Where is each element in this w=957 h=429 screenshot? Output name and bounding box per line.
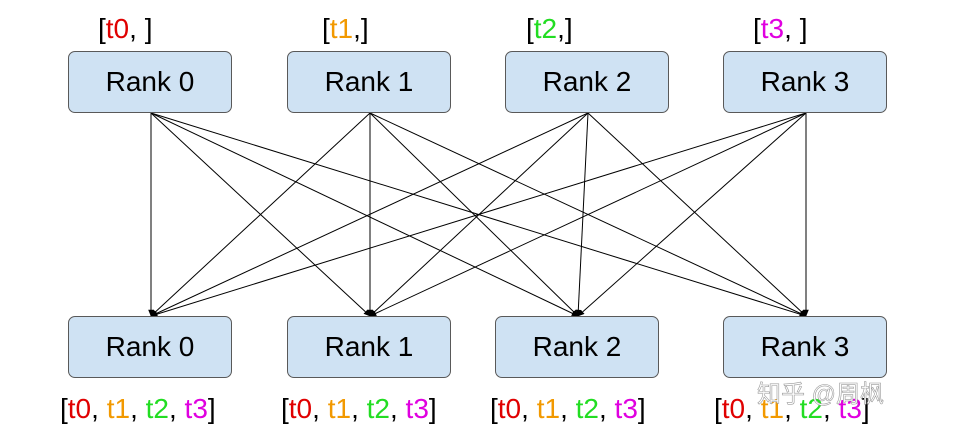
top-rank-1-tensor-list: [t1,] (322, 15, 369, 43)
bracket-open: [ (60, 393, 68, 424)
top-rank-2-box: Rank 2 (505, 51, 669, 113)
tensor-t3: t3 (184, 393, 208, 424)
separator: , (353, 13, 361, 44)
bottom-rank-3-tensor-list: [t0, t1, t2, t3] (714, 395, 870, 423)
tensor-t2: t2 (366, 393, 390, 424)
bottom-rank-2-tensor-list: [t0, t1, t2, t3] (490, 395, 646, 423)
tensor-t0: t0 (288, 393, 313, 424)
bracket-open: [ (714, 393, 722, 424)
separator: , (168, 393, 185, 424)
arrow-rank-2-to-rank-3 (587, 112, 807, 317)
tensor-t3: t3 (760, 13, 785, 44)
arrow-rank-1-to-rank-0 (150, 112, 371, 317)
separator: , (784, 13, 800, 44)
bracket-open: [ (322, 13, 330, 44)
bracket-close: ] (861, 393, 870, 424)
separator: , (598, 393, 615, 424)
top-rank-1-label: Rank 1 (324, 66, 414, 97)
top-rank-2-label: Rank 2 (542, 66, 632, 97)
top-rank-0-tensor-list: [t0, ] (98, 15, 152, 43)
tensor-t1: t1 (329, 13, 354, 44)
tensor-t0: t0 (497, 393, 522, 424)
bottom-rank-0-tensor-list: [t0, t1, t2, t3] (60, 395, 216, 423)
tensor-t1: t1 (536, 393, 561, 424)
separator: , (389, 393, 406, 424)
separator: , (91, 393, 107, 424)
tensor-t2: t2 (575, 393, 599, 424)
top-rank-1-box: Rank 1 (287, 51, 451, 113)
separator: , (351, 393, 367, 424)
tensor-t1: t1 (327, 393, 352, 424)
separator: , (784, 393, 800, 424)
bracket-close: ] (144, 13, 153, 44)
tensor-t0: t0 (105, 13, 130, 44)
tensor-t2: t2 (799, 393, 823, 424)
bracket-close: ] (207, 393, 216, 424)
bottom-rank-1-label: Rank 1 (324, 331, 414, 362)
bracket-close: ] (360, 13, 369, 44)
tensor-t2: t2 (533, 13, 558, 44)
arrow-rank-3-to-rank-1 (369, 112, 807, 317)
arrow-rank-3-to-rank-0 (150, 112, 807, 317)
bracket-close: ] (428, 393, 437, 424)
bottom-rank-3-label: Rank 3 (760, 331, 850, 362)
arrow-rank-3-to-rank-2 (577, 112, 807, 317)
top-rank-3-box: Rank 3 (723, 51, 887, 113)
separator: , (745, 393, 761, 424)
separator: , (312, 393, 328, 424)
top-rank-0-box: Rank 0 (68, 51, 232, 113)
bracket-close: ] (564, 13, 573, 44)
arrow-rank-0-to-rank-2 (150, 112, 579, 317)
separator: , (130, 393, 146, 424)
bottom-rank-2-label: Rank 2 (532, 331, 622, 362)
top-rank-0-label: Rank 0 (105, 66, 195, 97)
bracket-open: [ (753, 13, 761, 44)
bracket-open: [ (281, 393, 289, 424)
tensor-t3: t3 (614, 393, 638, 424)
arrow-rank-1-to-rank-2 (369, 112, 579, 317)
bracket-open: [ (98, 13, 106, 44)
bracket-close: ] (799, 13, 808, 44)
bottom-rank-1-box: Rank 1 (287, 316, 451, 378)
separator: , (557, 13, 565, 44)
bottom-rank-0-box: Rank 0 (68, 316, 232, 378)
bottom-rank-0-label: Rank 0 (105, 331, 195, 362)
bracket-open: [ (526, 13, 534, 44)
tensor-t2: t2 (145, 393, 169, 424)
tensor-t1: t1 (106, 393, 131, 424)
bottom-rank-3-box: Rank 3 (723, 316, 887, 378)
tensor-t0: t0 (721, 393, 746, 424)
top-rank-3-label: Rank 3 (760, 66, 850, 97)
top-rank-2-tensor-list: [t2,] (526, 15, 573, 43)
tensor-t3: t3 (838, 393, 862, 424)
tensor-t3: t3 (405, 393, 429, 424)
watermark: 知乎 @周枫 (757, 381, 885, 409)
bottom-rank-1-tensor-list: [t0, t1, t2, t3] (281, 395, 437, 423)
arrow-rank-2-to-rank-0 (150, 112, 589, 317)
bracket-open: [ (490, 393, 498, 424)
separator: , (129, 13, 145, 44)
top-rank-3-tensor-list: [t3, ] (753, 15, 807, 43)
tensor-t1: t1 (760, 393, 785, 424)
bottom-rank-2-box: Rank 2 (495, 316, 659, 378)
arrow-rank-2-to-rank-2 (575, 112, 589, 317)
separator: , (560, 393, 576, 424)
bracket-close: ] (637, 393, 646, 424)
tensor-t0: t0 (67, 393, 92, 424)
separator: , (521, 393, 537, 424)
separator: , (822, 393, 839, 424)
